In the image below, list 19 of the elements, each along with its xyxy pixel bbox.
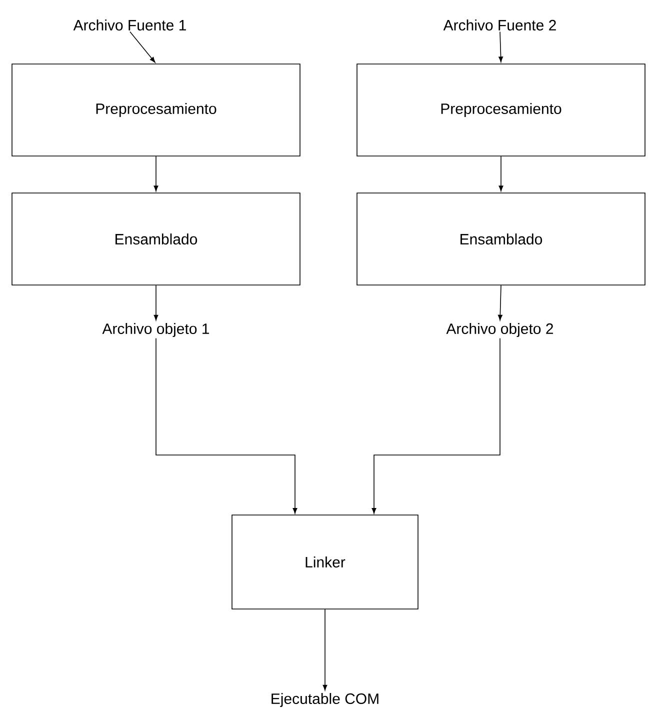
process-box: Preprocesamiento — [356, 64, 646, 156]
arrow — [130, 31, 156, 63]
file-label: Archivo Fuente 2 — [443, 20, 556, 30]
process-box: Ensamblado — [12, 192, 300, 286]
arrow — [154, 285, 158, 320]
process-box: Ensamblado — [356, 192, 646, 286]
file-label: Archivo objeto 2 — [446, 323, 553, 337]
arrow — [498, 285, 502, 320]
arrow — [498, 156, 504, 192]
arrow — [322, 609, 328, 690]
arrow — [498, 31, 503, 62]
arrow — [156, 338, 298, 514]
arrow — [154, 156, 158, 192]
process-box: Linker — [232, 514, 418, 610]
file-label: Archivo objeto 1 — [102, 323, 210, 337]
arrow — [372, 338, 500, 514]
file-label: Archivo Fuente 1 — [73, 20, 186, 30]
process-box: Preprocesamiento — [12, 64, 300, 156]
file-label: Ejecutable COM — [272, 693, 378, 707]
